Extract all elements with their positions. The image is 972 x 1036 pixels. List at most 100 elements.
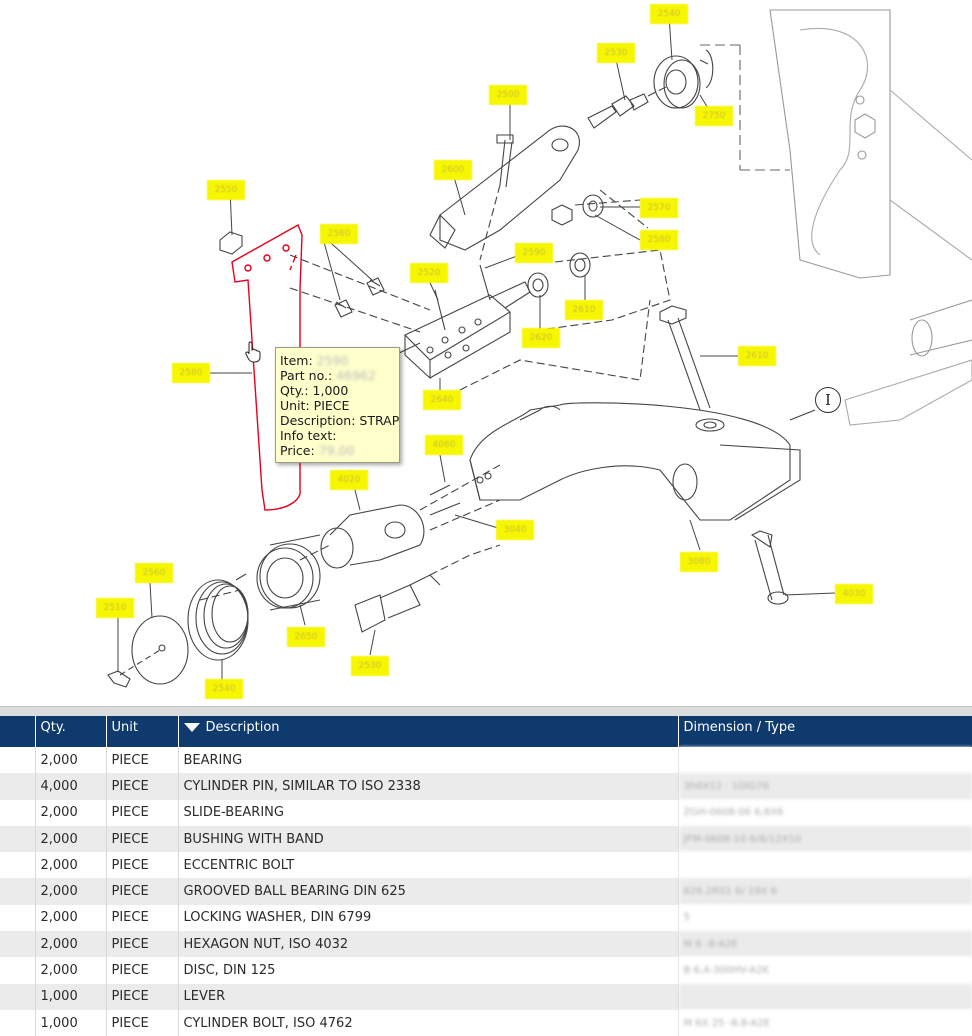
tooltip-label: Unit:	[280, 398, 310, 413]
tooltip-label: Item:	[280, 353, 313, 368]
column-header-description[interactable]: Description	[178, 716, 679, 747]
callout-label[interactable]: 3080	[680, 552, 718, 572]
sort-descending-icon	[183, 723, 200, 732]
callout-label[interactable]: 2600	[434, 160, 472, 180]
qty-cell: 1,000	[35, 983, 107, 1010]
callout-label[interactable]: 2540	[205, 679, 243, 699]
callout-label[interactable]: 2610	[565, 300, 603, 320]
callout-label[interactable]: 4060	[425, 435, 463, 455]
row-select-cell	[0, 852, 36, 879]
qty-cell: 2,000	[35, 957, 107, 984]
row-select-cell	[0, 747, 36, 774]
callout-label[interactable]: 2590	[515, 243, 553, 263]
unit-cell: PIECE	[106, 931, 179, 958]
dimension-cell: 5	[678, 904, 972, 932]
tooltip-value: PIECE	[313, 398, 350, 413]
view-marker: I	[815, 387, 841, 413]
dimension-cell: JFM-0608-10 6/8/12X10	[678, 825, 972, 853]
callout-label[interactable]: 2650	[287, 627, 325, 647]
dimension-cell: M 6X 25 -8.8-A2E	[678, 1009, 972, 1036]
parts-diagram[interactable]: 2540 2530 2750 2500 2600 2550 2570 2580 …	[0, 0, 972, 706]
column-header-qty[interactable]: Qty.	[35, 716, 107, 747]
unit-cell: PIECE	[106, 747, 179, 774]
callout-label[interactable]: 2610	[738, 346, 776, 366]
tooltip-value: 1,000	[312, 383, 349, 398]
qty-cell: 2,000	[35, 799, 107, 826]
qty-cell: 2,000	[35, 904, 107, 932]
callout-label[interactable]: 4020	[330, 470, 368, 490]
tooltip-value: 2590	[316, 353, 349, 368]
unit-cell: PIECE	[106, 825, 179, 853]
column-header-dimension[interactable]: Dimension / Type	[678, 716, 972, 747]
description-cell: LOCKING WASHER, DIN 6799	[178, 904, 679, 932]
callout-label[interactable]: 2560	[135, 563, 173, 583]
row-select-cell	[0, 957, 36, 984]
tooltip-value: STRAP	[359, 413, 400, 428]
tooltip-label: Qty.:	[280, 383, 309, 398]
callout-label[interactable]: 2750	[695, 106, 733, 126]
tooltip-description-row: Description: STRAP	[280, 413, 399, 428]
tooltip-value: 46962	[336, 368, 376, 383]
tooltip-label: Price:	[280, 443, 315, 458]
part-tooltip: Item: 2590 Part no.: 46962 Qty.: 1,000 U…	[275, 347, 400, 463]
callout-label[interactable]: 2530	[597, 43, 635, 63]
unit-cell: PIECE	[106, 1009, 179, 1036]
table-header-row: Qty. Unit Description Dimension / Type	[0, 716, 972, 747]
description-cell: SLIDE-BEARING	[178, 799, 679, 826]
description-cell: CYLINDER BOLT, ISO 4762	[178, 1009, 679, 1036]
highlighted-strap	[231, 223, 303, 511]
qty-cell: 2,000	[35, 931, 107, 958]
callout-label[interactable]: 3040	[496, 520, 534, 540]
unit-cell: PIECE	[106, 983, 179, 1010]
callout-label[interactable]: 2620	[522, 328, 560, 348]
dimension-cell: ZGH-0608-06 6,8X6	[678, 799, 972, 826]
row-select-cell	[0, 931, 36, 958]
row-select-cell	[0, 878, 36, 905]
hand-cursor-icon	[245, 341, 261, 363]
description-cell: CYLINDER PIN, SIMILAR TO ISO 2338	[178, 773, 679, 800]
row-select-cell	[0, 773, 36, 800]
row-select-cell	[0, 1009, 36, 1036]
callout-label[interactable]: 2640	[423, 390, 461, 410]
callout-label[interactable]: 2570	[640, 198, 678, 218]
column-header-unit[interactable]: Unit	[106, 716, 179, 747]
description-cell: ECCENTRIC BOLT	[178, 852, 679, 879]
callout-label[interactable]: 2530	[351, 656, 389, 676]
callout-label[interactable]: 2560	[320, 224, 358, 244]
row-select-cell	[0, 799, 36, 826]
qty-cell: 2,000	[35, 747, 107, 774]
description-cell: GROOVED BALL BEARING DIN 625	[178, 878, 679, 905]
dimension-cell	[678, 983, 972, 1010]
tooltip-item-row: Item: 2590	[280, 353, 399, 368]
callout-label[interactable]: 2550	[207, 180, 245, 200]
description-cell: BEARING	[178, 747, 679, 774]
callout-label[interactable]: 2580	[640, 230, 678, 250]
unit-cell: PIECE	[106, 904, 179, 932]
callout-label[interactable]: 2580	[172, 363, 210, 383]
column-header-label: Description	[205, 720, 280, 735]
description-cell: BUSHING WITH BAND	[178, 825, 679, 853]
callout-label[interactable]: 2520	[410, 263, 448, 283]
qty-cell: 4,000	[35, 773, 107, 800]
tooltip-price-row: Price: 79,00	[280, 443, 399, 458]
parts-table: Qty. Unit Description Dimension / Type 2…	[0, 716, 972, 1036]
callout-label[interactable]: 2540	[650, 4, 688, 24]
unit-cell: PIECE	[106, 799, 179, 826]
callout-label[interactable]: 2500	[489, 85, 527, 105]
description-cell: DISC, DIN 125	[178, 957, 679, 984]
callout-label[interactable]: 4030	[835, 584, 873, 604]
pane-splitter[interactable]	[0, 706, 972, 716]
column-header-select[interactable]	[0, 716, 36, 747]
callout-label[interactable]: 2510	[96, 598, 134, 618]
